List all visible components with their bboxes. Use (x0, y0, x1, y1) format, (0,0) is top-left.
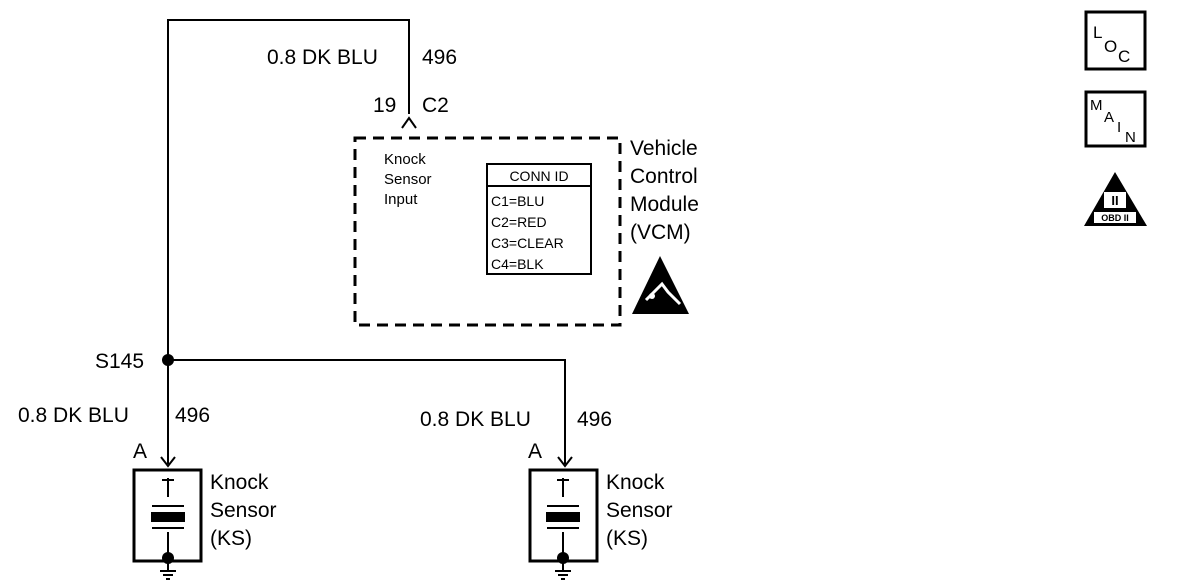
knock-sensor-left-symbol (132, 468, 203, 580)
left-wire-gauge-color: 0.8 DK BLU (18, 404, 129, 427)
top-wire-circuit: 496 (422, 46, 457, 69)
top-wire (167, 19, 410, 360)
vcm-connector-id: C2 (422, 94, 449, 117)
wires (167, 19, 566, 464)
vcm-box (353, 136, 622, 327)
left-sensor-name-line-3: (KS) (210, 527, 252, 550)
splice-label: S145 (95, 350, 144, 373)
right-connector-arrow (557, 456, 573, 468)
vcm-name-line-1: Vehicle (630, 137, 698, 160)
loc-icon[interactable]: L O C (1084, 10, 1147, 71)
knock-sensor-right-symbol (528, 468, 599, 580)
right-sensor-name-line-3: (KS) (606, 527, 648, 550)
right-sensor-name-line-1: Knock (606, 471, 665, 494)
vcm-function-line-1: Knock (384, 151, 426, 168)
vcm-function-line-3: Input (384, 191, 418, 208)
esd-warning-icon (632, 256, 689, 314)
right-sensor-name-line-2: Sensor (606, 499, 673, 522)
loc-letter: C (1118, 47, 1130, 66)
branch-wire-right (168, 359, 566, 464)
left-sensor-name-line-1: Knock (210, 471, 269, 494)
obd-numeral: II (1111, 193, 1118, 208)
vcm-function-line-2: Sensor (384, 171, 432, 188)
vcm-name-line-2: Control (630, 165, 698, 188)
vcm-name-line-4: (VCM) (630, 221, 691, 244)
splice-dot (162, 354, 174, 366)
main-letter: N (1125, 129, 1136, 146)
obd-text: OBD II (1101, 213, 1129, 223)
right-wire-circuit: 496 (577, 408, 612, 431)
conn-id-row: C3=CLEAR (491, 235, 564, 251)
loc-letter: L (1093, 23, 1102, 42)
left-sensor-name-line-2: Sensor (210, 499, 277, 522)
vcm-connector-pin: 19 (373, 94, 396, 117)
loc-letter: O (1104, 37, 1117, 56)
obd-ii-icon[interactable]: II OBD II (1084, 172, 1147, 226)
main-letter: M (1090, 97, 1103, 114)
conn-id-row: C4=BLK (491, 256, 544, 272)
conn-id-title: CONN ID (509, 168, 568, 184)
right-sensor-pin: A (528, 440, 542, 463)
main-letter: A (1104, 109, 1114, 126)
top-wire-gauge-color: 0.8 DK BLU (267, 46, 378, 69)
vcm-name-line-3: Module (630, 193, 699, 216)
conn-id-table: CONN ID C1=BLU C2=RED C3=CLEAR C4=BLK (486, 163, 592, 275)
main-letter: I (1117, 119, 1121, 136)
left-sensor-pin: A (133, 440, 147, 463)
conn-id-row: C1=BLU (491, 193, 544, 209)
main-icon[interactable]: M A I N (1084, 90, 1147, 148)
left-wire-circuit: 496 (175, 404, 210, 427)
vcm-connector-symbol (401, 116, 417, 129)
right-wire-gauge-color: 0.8 DK BLU (420, 408, 531, 431)
conn-id-row: C2=RED (491, 214, 547, 230)
left-connector-arrow (160, 456, 176, 468)
